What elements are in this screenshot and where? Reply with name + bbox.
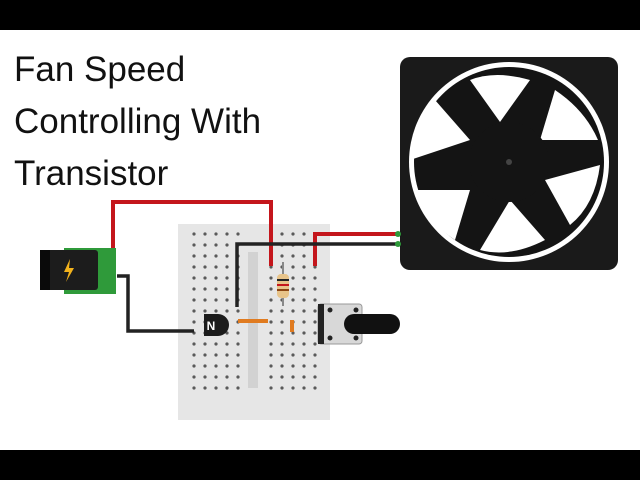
transistor: N — [204, 314, 229, 336]
wire-positive-fan — [313, 232, 398, 266]
potentiometer — [317, 303, 400, 345]
resistor — [277, 262, 289, 306]
transistor-label: N — [207, 319, 216, 333]
lightning-icon — [64, 259, 74, 282]
diagram-canvas: Fan Speed Controlling With Transistor — [0, 30, 640, 450]
circuit-diagram: N — [40, 57, 618, 420]
wire-positive-jack — [111, 200, 273, 270]
power-jack — [40, 248, 116, 294]
title-line-3: Transistor — [14, 154, 169, 193]
title-line-1: Fan Speed — [14, 50, 186, 89]
title-line-2: Controlling With — [14, 102, 262, 141]
diagram-title: Fan Speed Controlling With Transistor — [14, 44, 261, 200]
wire-ground-jack — [117, 274, 194, 333]
fan — [395, 57, 618, 270]
wire-ground-fan — [235, 242, 398, 307]
